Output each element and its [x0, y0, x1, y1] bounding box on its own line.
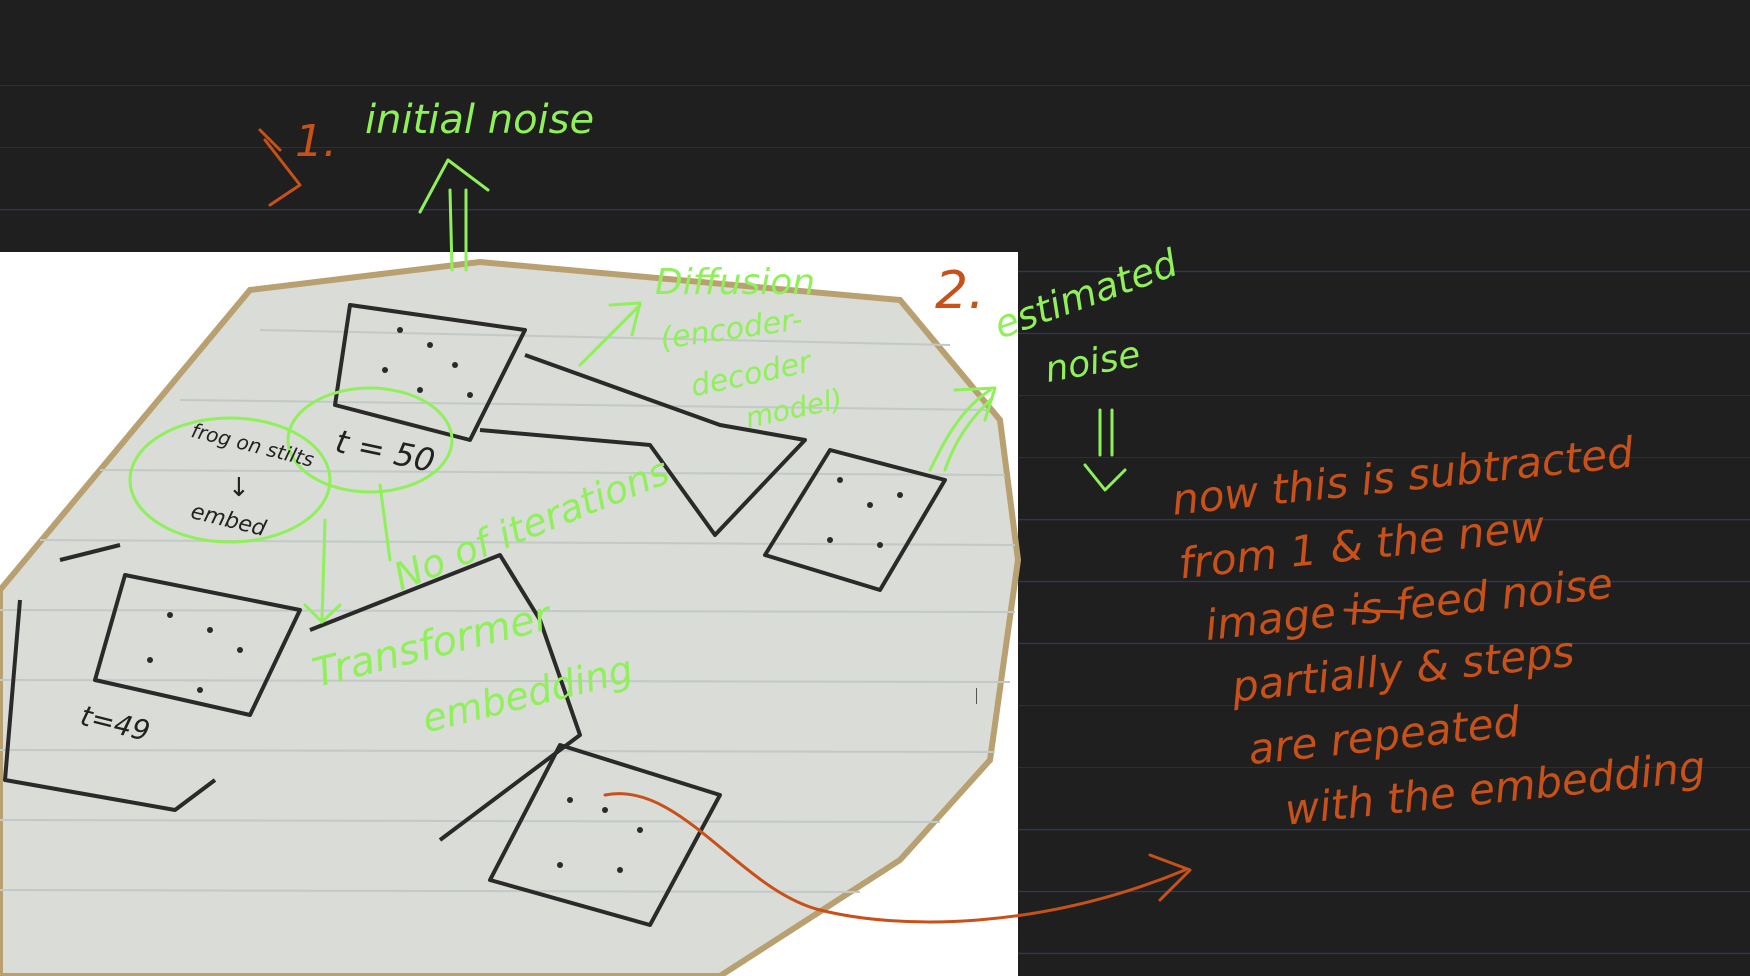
estimated-noise-arrow — [928, 386, 997, 472]
step1-label: initial noise — [365, 97, 595, 143]
unet-shape-top — [479, 353, 807, 537]
notebook-page — [0, 258, 1022, 976]
timestep-to-iterations-arrow — [378, 483, 392, 562]
prompt-arrow: ↓ — [228, 473, 250, 503]
step1-number: 1. — [295, 116, 337, 167]
estimated-noise-down-arrow — [1083, 408, 1127, 492]
frame-outline — [3, 543, 217, 812]
diffusion-line1: Diffusion — [655, 262, 816, 303]
unet-shape-bottom — [309, 553, 582, 842]
prompt-to-transformer-arrow — [303, 518, 342, 624]
step1-marker — [258, 128, 302, 207]
noise-box-right — [763, 448, 947, 592]
prompt-circle — [128, 416, 332, 544]
step2-number: 2. — [935, 261, 985, 321]
noise-box-top — [333, 303, 527, 442]
noise-box-bottom — [488, 743, 722, 927]
timestep-circle — [286, 386, 454, 494]
from-one-underline — [1343, 608, 1402, 614]
text-cursor — [976, 688, 977, 704]
diffusion-pointer-arrow — [578, 301, 642, 367]
feedback-curve-arrow — [603, 792, 1192, 924]
initial-noise-arrow — [418, 158, 490, 272]
explanation-note: now this is subtracted from 1 & the new … — [1170, 427, 1708, 840]
noise-box-left — [93, 573, 302, 717]
noise-dots — [147, 327, 903, 873]
